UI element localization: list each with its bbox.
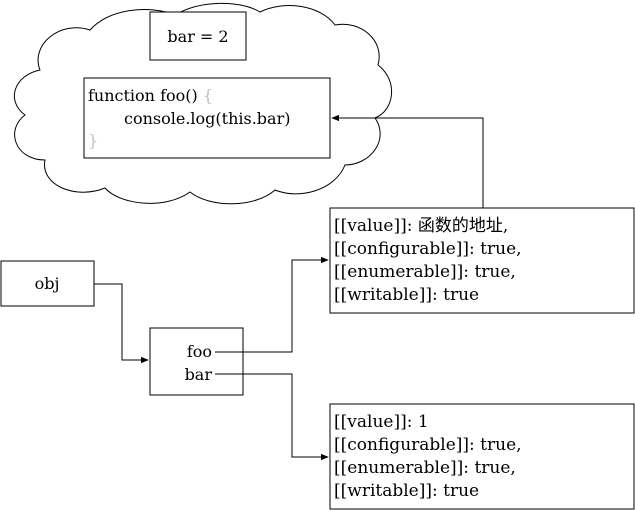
descriptor-bar-writable: [[writable]]: true [334, 481, 479, 501]
obj-box [0, 260, 95, 307]
function-foo-open-brace: { [203, 86, 213, 105]
function-foo-box [83, 77, 331, 159]
function-foo-line3: } [88, 131, 98, 150]
descriptor-bar-box [329, 403, 635, 510]
function-foo-signature: function foo() [88, 86, 203, 105]
descriptor-foo-configurable: [[configurable]]: true, [334, 239, 522, 259]
edge-value-to-function [331, 114, 484, 208]
object-properties-box [149, 327, 244, 396]
bar-variable-label: bar = 2 [167, 27, 228, 46]
descriptor-foo-writable: [[writable]]: true [334, 285, 479, 305]
edge-obj-to-properties [94, 283, 149, 364]
descriptor-foo-enumerable: [[enumerable]]: true, [334, 262, 516, 282]
property-bar-label: bar [185, 365, 213, 384]
descriptor-bar-configurable: [[configurable]]: true, [334, 435, 522, 455]
obj-label: obj [35, 274, 60, 293]
descriptor-bar-enumerable: [[enumerable]]: true, [334, 458, 516, 478]
edge-bar-to-descriptor [215, 373, 329, 461]
descriptor-bar-value: [[value]]: 1 [334, 412, 429, 432]
edge-foo-to-descriptor [215, 256, 329, 353]
descriptor-foo-value: [[value]]: 函数的地址, [334, 216, 508, 236]
property-foo-label: foo [187, 342, 212, 361]
descriptor-foo-box [329, 207, 635, 314]
bar-variable-box [149, 11, 247, 61]
function-foo-line1: function foo() { [88, 86, 213, 105]
function-foo-line2: console.log(this.bar) [124, 109, 290, 128]
